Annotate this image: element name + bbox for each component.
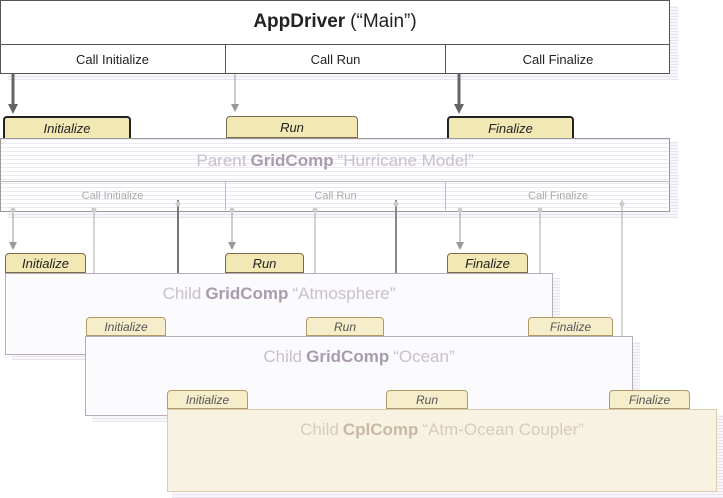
atmosphere-title: Child GridComp “Atmosphere” xyxy=(5,280,553,308)
atm-tab-initialize: Initialize xyxy=(5,253,86,273)
ocean-title-name: “Ocean” xyxy=(393,347,455,366)
parent-tab-initialize: Initialize xyxy=(3,116,131,138)
parent-call-finalize: Call Finalize xyxy=(528,190,588,202)
coupler-box xyxy=(167,409,717,492)
atm-title-name: “Atmosphere” xyxy=(292,284,396,303)
ocean-tab-finalize: Finalize xyxy=(528,317,613,336)
app-call-initialize: Call Initialize xyxy=(0,45,226,74)
atm-title-type: GridComp xyxy=(205,284,289,303)
parent-title-prefix: Parent xyxy=(196,151,247,170)
ocean-title-prefix: Child xyxy=(263,347,303,366)
coupler-title: Child CplComp “Atm-Ocean Coupler” xyxy=(167,416,717,444)
arrow-parent-atm-initialize xyxy=(9,210,17,250)
app-call-run: Call Run xyxy=(226,45,446,74)
parent-call-run: Call Run xyxy=(226,182,446,210)
parent-title-name: “Hurricane Model” xyxy=(337,151,474,170)
app-driver-box xyxy=(0,0,670,74)
parent-gridcomp-title: Parent GridComp “Hurricane Model” xyxy=(0,145,670,177)
atm-tab-run: Run xyxy=(225,253,304,273)
arrow-parent-atm-run xyxy=(228,210,236,250)
app-driver-name: AppDriver xyxy=(253,11,346,32)
atm-tab-finalize: Finalize xyxy=(447,253,528,273)
ocean-title-type: GridComp xyxy=(306,347,390,366)
app-driver-subtitle: (“Main”) xyxy=(350,11,417,32)
parent-tab-run: Run xyxy=(226,116,358,138)
arrow-app-finalize xyxy=(454,74,464,114)
parent-call-initialize: Call Initialize xyxy=(0,182,226,210)
parent-gridcomp-box xyxy=(0,138,670,212)
ocean-tab-initialize: Initialize xyxy=(86,317,166,336)
cpl-title-name: “Atm-Ocean Coupler” xyxy=(422,420,584,439)
parent-title-type: GridComp xyxy=(250,151,334,170)
arrow-app-initialize xyxy=(8,74,18,114)
atm-title-prefix: Child xyxy=(162,284,202,303)
cpl-tab-finalize: Finalize xyxy=(609,390,690,409)
parent-call-divider xyxy=(0,181,670,182)
cpl-title-prefix: Child xyxy=(300,420,339,439)
arrow-app-run xyxy=(231,74,239,112)
cpl-tab-initialize: Initialize xyxy=(167,390,248,409)
cpl-tab-run: Run xyxy=(386,390,468,409)
ocean-title: Child GridComp “Ocean” xyxy=(85,343,633,371)
parent-tab-finalize: Finalize xyxy=(447,116,574,138)
app-driver-title: AppDriver (“Main”) xyxy=(0,0,670,45)
connector-dots xyxy=(10,201,625,213)
arrow-parent-atm-finalize xyxy=(456,210,464,250)
app-call-finalize: Call Finalize xyxy=(522,52,594,67)
cpl-title-type: CplComp xyxy=(342,420,419,439)
ocean-tab-run: Run xyxy=(306,317,384,336)
